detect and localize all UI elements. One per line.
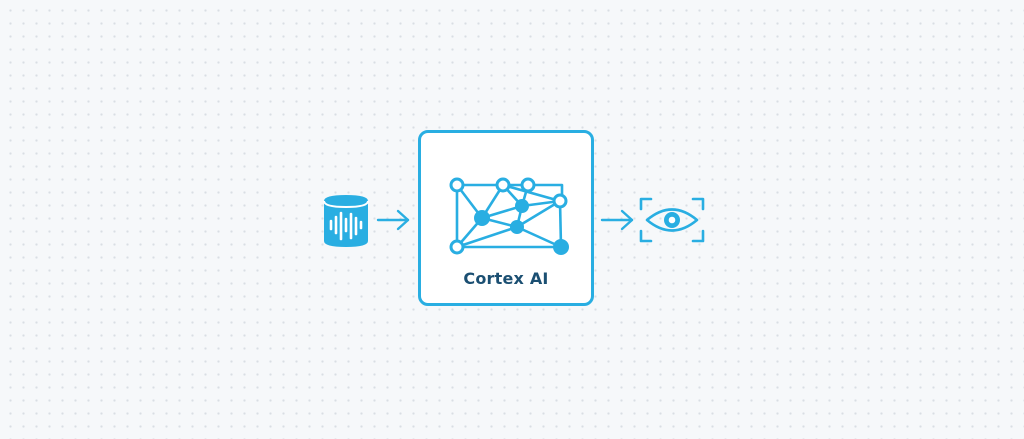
audio-database-icon xyxy=(323,195,369,247)
neural-network-icon xyxy=(449,177,569,255)
center-label: Cortex AI xyxy=(463,269,549,288)
arrow-right-icon xyxy=(376,209,410,231)
eye-scan-icon xyxy=(639,197,705,243)
arrow-right-icon xyxy=(600,209,634,231)
cortex-ai-box: Cortex AI xyxy=(418,130,594,306)
